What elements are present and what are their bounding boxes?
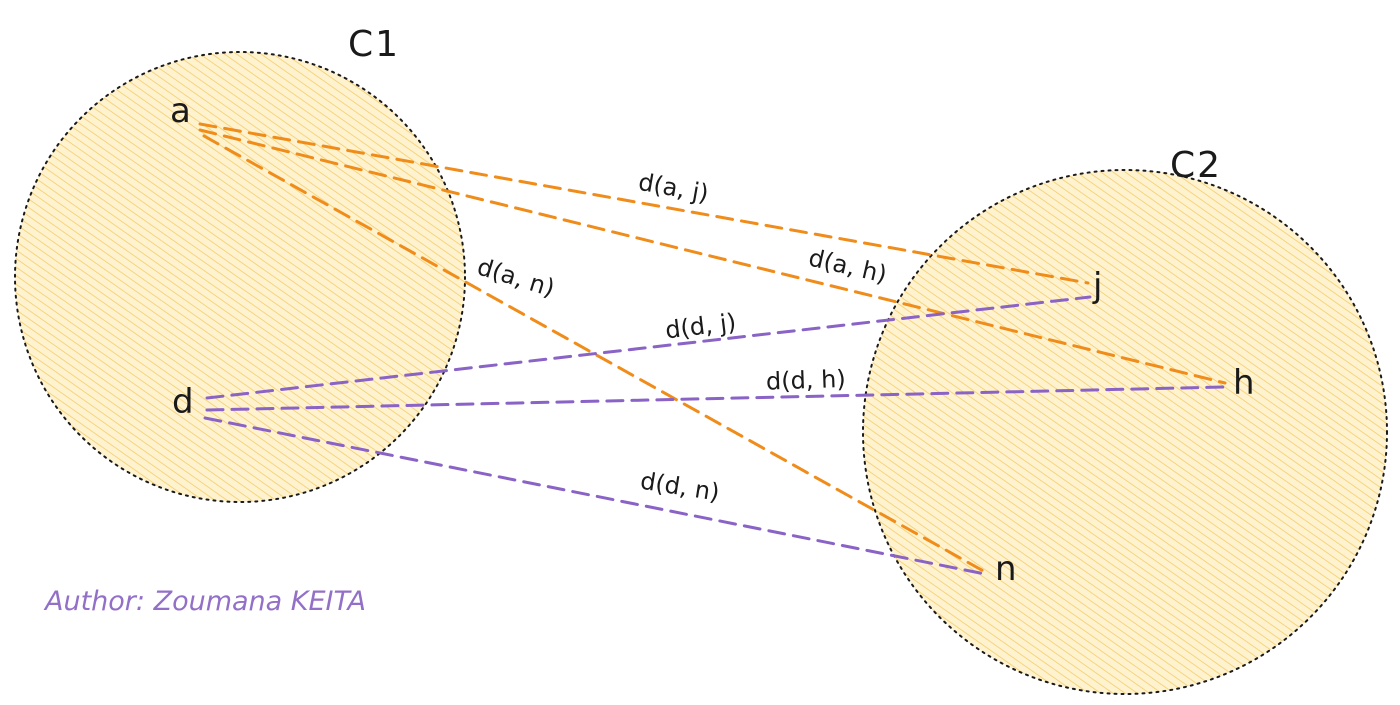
points: a d j h n: [170, 91, 1255, 589]
author-credit: Author: Zoumana KEITA: [43, 586, 366, 617]
cluster-c1: [14, 51, 466, 503]
cluster-c1-label: C1: [348, 24, 400, 65]
edge-label-d-n: d(d, n): [638, 467, 721, 507]
edge-label-d-j: d(d, j): [664, 308, 738, 344]
edge-a-j: [198, 122, 1090, 285]
edge-labels: d(a, j) d(a, h) d(a, n) d(d, j) d(d, h) …: [474, 168, 889, 507]
edge-label-d-h: d(d, h): [766, 365, 847, 396]
clusters: [14, 51, 1388, 695]
point-a-label: a: [170, 91, 191, 131]
edge-a-n: [202, 134, 989, 575]
edges: [198, 122, 1227, 576]
cluster-labels: C1 C2: [348, 24, 1222, 186]
cluster-c2-label: C2: [1170, 145, 1222, 186]
edge-label-a-j: d(a, j): [636, 168, 710, 208]
edge-d-h: [205, 385, 1227, 412]
edge-d-n: [203, 416, 987, 576]
cluster-c2: [862, 169, 1388, 695]
edge-a-h: [198, 128, 1227, 385]
point-j-label: j: [1092, 266, 1102, 306]
point-h-label: h: [1233, 363, 1255, 403]
point-d-label: d: [172, 382, 194, 422]
point-n-label: n: [995, 549, 1017, 589]
edge-d-j: [205, 295, 1092, 400]
